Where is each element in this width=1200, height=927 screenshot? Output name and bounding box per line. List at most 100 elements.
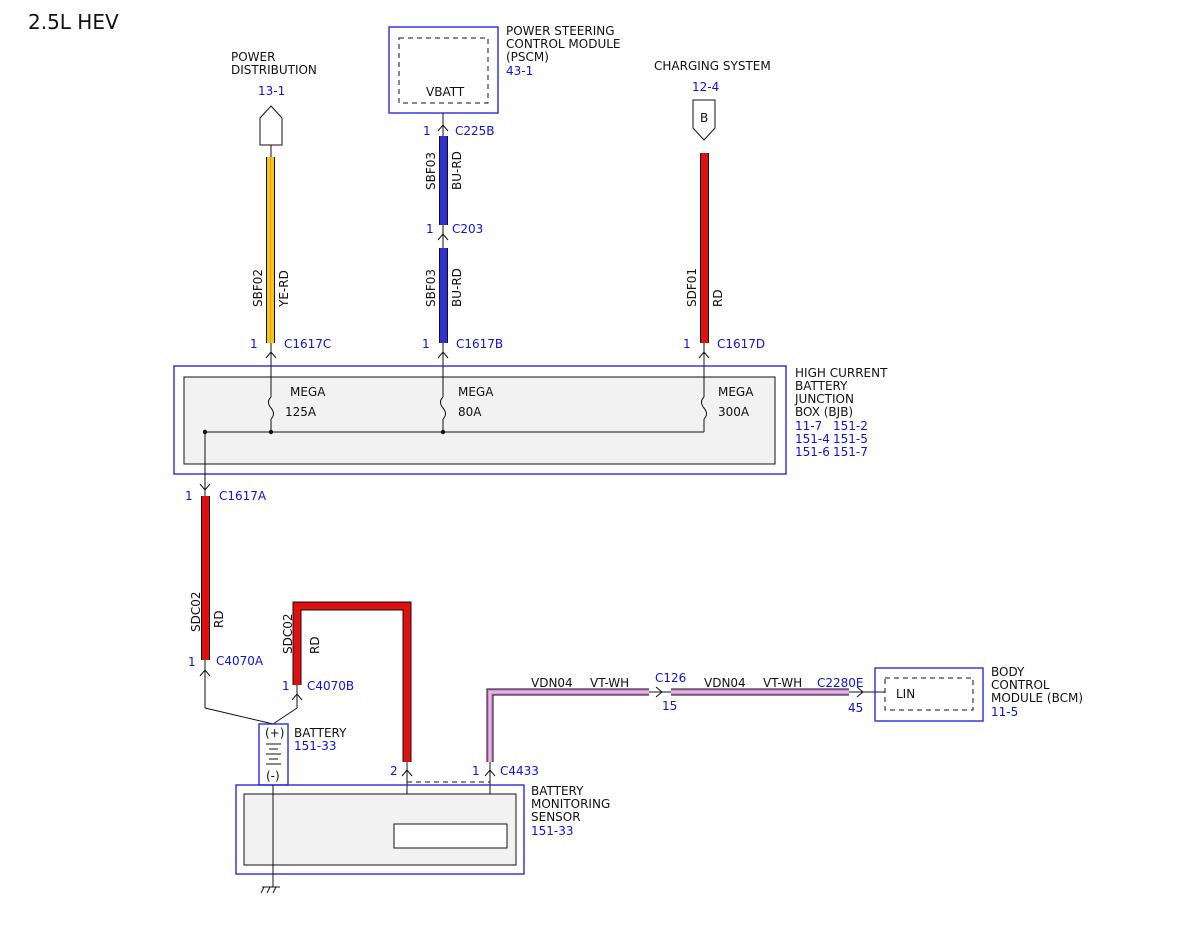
- wire-sbf03-upper: SBF03 BU-RD: [424, 136, 464, 225]
- wire-vdn04-b: VDN04 VT-WH: [671, 676, 849, 696]
- connector-c203: 1 C203: [426, 222, 483, 248]
- svg-text:11-5: 11-5: [991, 705, 1018, 719]
- power-distribution: POWER DISTRIBUTION 13-1: [231, 50, 317, 146]
- power-distribution-label-2: DISTRIBUTION: [231, 63, 317, 77]
- pscm-label-2: CONTROL MODULE: [506, 37, 621, 51]
- svg-text:BATTERY: BATTERY: [795, 379, 848, 393]
- svg-text:VDN04: VDN04: [531, 676, 573, 690]
- svg-text:1: 1: [426, 222, 434, 236]
- wire-sbf02: SBF02 YE-RD: [251, 145, 291, 343]
- svg-text:BOX (BJB): BOX (BJB): [795, 405, 853, 419]
- pscm-module: VBATT POWER STEERING CONTROL MODULE (PSC…: [388, 24, 621, 114]
- svg-text:C1617A: C1617A: [219, 489, 267, 503]
- connector-c1617a: 1 C1617A: [185, 474, 267, 503]
- svg-text:C203: C203: [452, 222, 483, 236]
- svg-text:RD: RD: [308, 636, 322, 654]
- pscm-pin-label: VBATT: [426, 85, 465, 99]
- svg-text:VT-WH: VT-WH: [590, 676, 629, 690]
- svg-text:BATTERY: BATTERY: [294, 726, 347, 740]
- svg-text:SDF01: SDF01: [685, 268, 699, 307]
- wire-sbf02-color: YE-RD: [277, 270, 291, 308]
- svg-text:C1617B: C1617B: [456, 337, 503, 351]
- fuse-80a-icon: [440, 396, 446, 420]
- svg-text:1: 1: [250, 337, 258, 351]
- svg-text:B: B: [700, 111, 708, 125]
- svg-text:VDN04: VDN04: [704, 676, 746, 690]
- svg-text:RD: RD: [212, 610, 226, 628]
- wire-sdc02-a: SDC02 RD: [189, 496, 226, 660]
- charging-system-ref: 12-4: [692, 80, 719, 94]
- svg-text:C2280E: C2280E: [817, 676, 864, 690]
- wire-sbf03-lower: SBF03 BU-RD: [424, 248, 464, 343]
- svg-text:SENSOR: SENSOR: [531, 810, 581, 824]
- svg-text:1: 1: [282, 679, 290, 693]
- pscm-ref: 43-1: [506, 64, 533, 78]
- svg-text:125A: 125A: [285, 405, 317, 419]
- svg-text:BU-RD: BU-RD: [450, 268, 464, 307]
- svg-text:1: 1: [472, 764, 480, 778]
- svg-text:151-4: 151-4: [795, 432, 830, 446]
- svg-text:BU-RD: BU-RD: [450, 151, 464, 190]
- svg-text:C1617D: C1617D: [717, 337, 765, 351]
- wire-sbf02-circuit: SBF02: [251, 269, 265, 307]
- svg-text:C4433: C4433: [500, 764, 539, 778]
- fuse-300a-icon: [701, 396, 707, 420]
- svg-text:151-33: 151-33: [294, 739, 337, 753]
- svg-text:C126: C126: [655, 671, 686, 685]
- connector-c1617c: 1 C1617C: [250, 337, 331, 366]
- svg-text:MEGA: MEGA: [290, 385, 326, 399]
- power-distribution-terminal-icon: [259, 105, 283, 146]
- connector-c4070b: 1 C4070B: [282, 679, 354, 708]
- pscm-label-1: POWER STEERING: [506, 24, 615, 38]
- bcm-module: LIN BODY CONTROL MODULE (BCM) 11-5: [874, 665, 1083, 722]
- svg-text:RD: RD: [711, 289, 725, 307]
- charging-system: CHARGING SYSTEM 12-4 B: [654, 59, 771, 141]
- svg-text:C1617C: C1617C: [284, 337, 331, 351]
- svg-text:1: 1: [683, 337, 691, 351]
- bms-module: BATTERY MONITORING SENSOR 151-33: [235, 784, 610, 875]
- svg-text:SBF03: SBF03: [424, 152, 438, 190]
- connector-c2280e: C2280E 45: [817, 676, 885, 715]
- svg-text:MODULE (BCM): MODULE (BCM): [991, 691, 1083, 705]
- bjb-module: MEGA 125A MEGA 80A MEGA 300A HIGH CURREN…: [173, 365, 888, 475]
- fuse-125a-icon: [268, 396, 274, 420]
- svg-text:CONTROL: CONTROL: [991, 678, 1050, 692]
- svg-text:1: 1: [188, 655, 196, 669]
- svg-text:SBF03: SBF03: [424, 269, 438, 307]
- wire-sdc02-b: SDC02 RD: [281, 601, 412, 762]
- svg-text:HIGH CURRENT: HIGH CURRENT: [795, 366, 888, 380]
- power-distribution-label-1: POWER: [231, 50, 275, 64]
- connector-c4433: 2 1 C4433: [390, 762, 539, 824]
- connector-c225b: 1 C225B: [423, 113, 495, 138]
- svg-text:C4070A: C4070A: [216, 654, 264, 668]
- svg-text:1: 1: [423, 124, 431, 138]
- svg-text:151-6: 151-6: [795, 445, 830, 459]
- battery: (+) (-) BATTERY 151-33: [258, 723, 347, 786]
- svg-text:MEGA: MEGA: [718, 385, 754, 399]
- charging-terminal-icon: [692, 99, 716, 141]
- svg-text:45: 45: [848, 701, 863, 715]
- pscm-label-3: (PSCM): [506, 50, 549, 64]
- svg-text:BODY: BODY: [991, 665, 1025, 679]
- svg-text:C4070B: C4070B: [307, 679, 354, 693]
- svg-text:C225B: C225B: [455, 124, 495, 138]
- svg-text:(+): (+): [265, 726, 284, 740]
- svg-text:151-5: 151-5: [833, 432, 868, 446]
- wire-sdf01: SDF01 RD: [685, 153, 725, 343]
- svg-text:11-7: 11-7: [795, 419, 822, 433]
- charging-system-label: CHARGING SYSTEM: [654, 59, 771, 73]
- svg-text:151-7: 151-7: [833, 445, 868, 459]
- page-title: 2.5L HEV: [28, 10, 119, 34]
- svg-text:300A: 300A: [718, 405, 750, 419]
- svg-text:MONITORING: MONITORING: [531, 797, 610, 811]
- power-distribution-ref: 13-1: [258, 84, 285, 98]
- svg-text:1: 1: [185, 489, 193, 503]
- svg-text:SDC02: SDC02: [281, 613, 295, 654]
- svg-text:80A: 80A: [458, 405, 482, 419]
- svg-text:LIN: LIN: [896, 687, 915, 701]
- connector-c1617d: 1 C1617D: [683, 337, 765, 366]
- svg-text:2: 2: [390, 764, 398, 778]
- svg-text:1: 1: [422, 337, 430, 351]
- svg-text:JUNCTION: JUNCTION: [794, 392, 854, 406]
